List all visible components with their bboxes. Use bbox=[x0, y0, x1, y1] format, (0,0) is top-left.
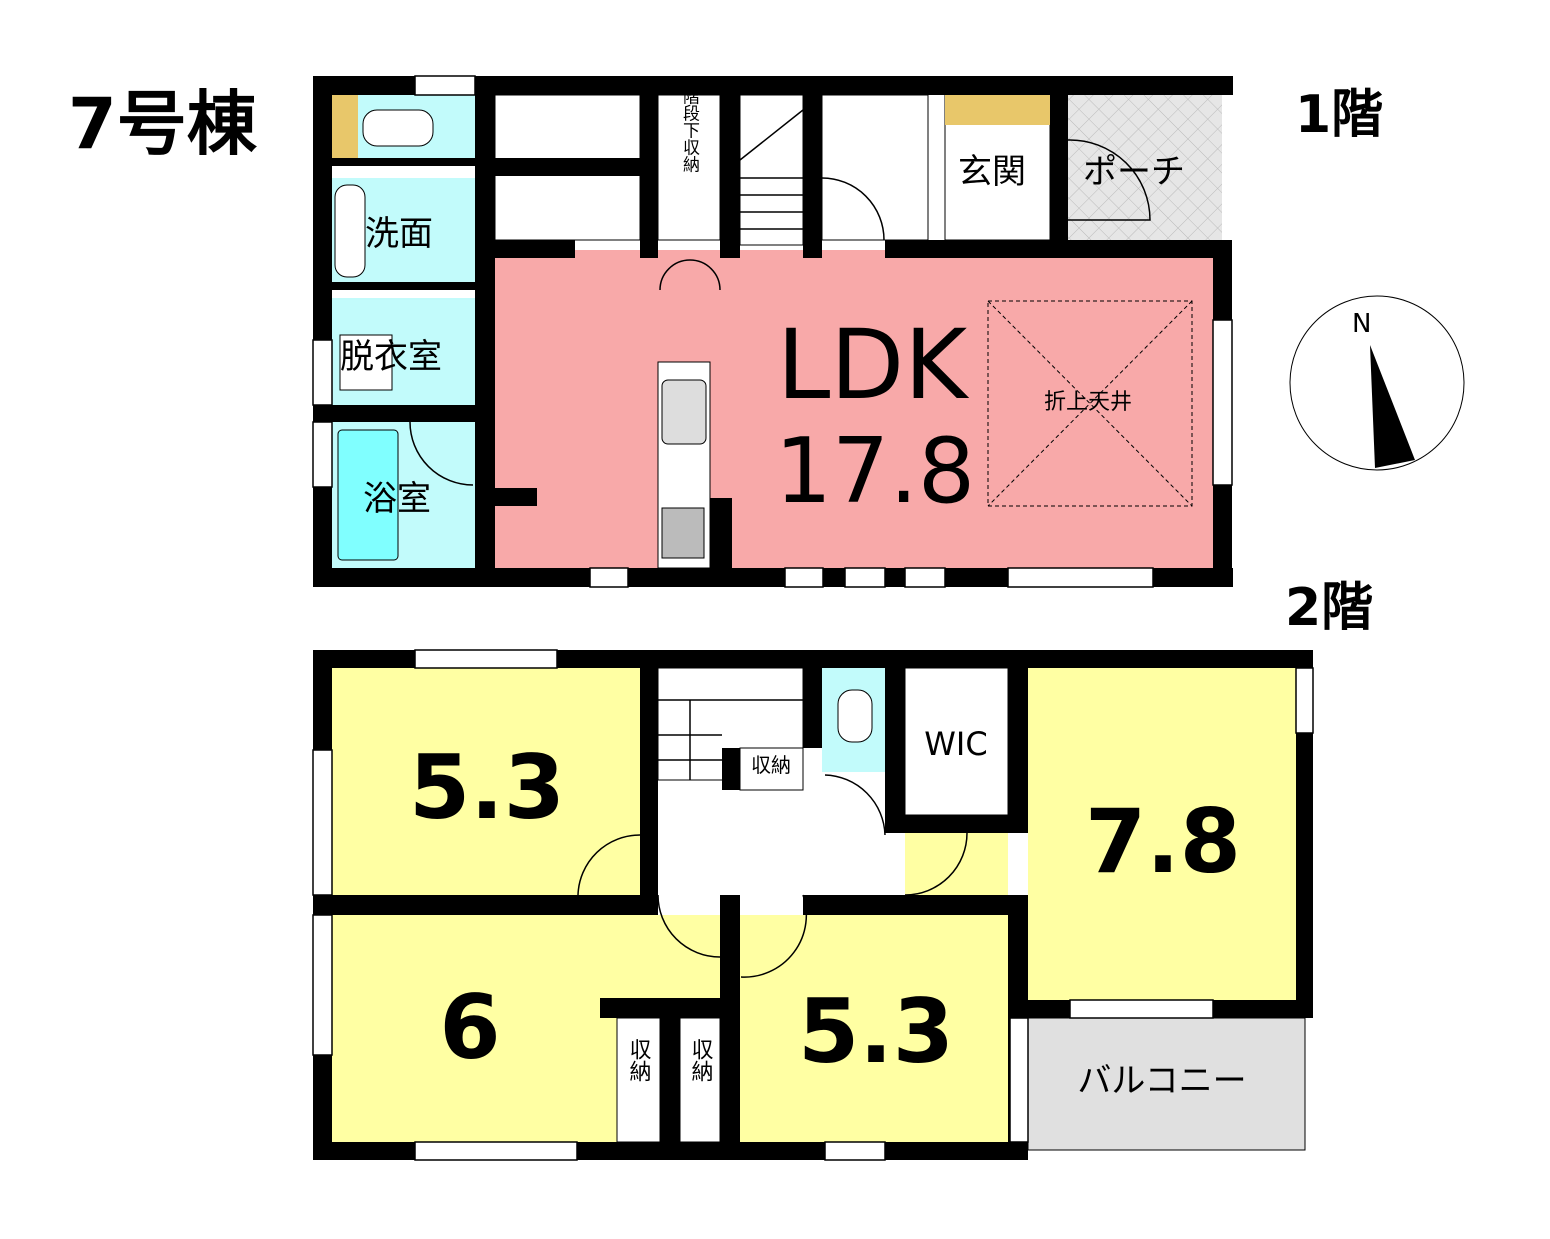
north-label: N bbox=[1352, 309, 1371, 339]
storage-hall bbox=[739, 747, 804, 791]
storage-a bbox=[616, 1017, 661, 1143]
sink-icon bbox=[334, 184, 366, 278]
washroom-label: 洗面 bbox=[365, 214, 433, 254]
stairs-1f bbox=[739, 94, 804, 246]
porch bbox=[1068, 95, 1222, 240]
ldk-name: LDK bbox=[777, 309, 969, 421]
room-e-size: 7.8 bbox=[1085, 790, 1241, 893]
hall-1f bbox=[821, 94, 929, 241]
room-s-size: 5.3 bbox=[798, 980, 954, 1083]
cabinet bbox=[332, 95, 358, 158]
storage-b-label: 収納 bbox=[688, 1038, 714, 1082]
toilet-bowl-icon bbox=[362, 109, 434, 147]
floor2-label: 2階 bbox=[1285, 578, 1373, 638]
balcony-label: バルコニー bbox=[1077, 1061, 1246, 1101]
compass: N bbox=[1289, 295, 1465, 471]
balcony bbox=[1027, 1017, 1306, 1151]
dressing-label: 脱衣室 bbox=[340, 337, 442, 377]
north-arrow-icon bbox=[1370, 345, 1415, 468]
wic bbox=[904, 667, 1009, 816]
bath-label: 浴室 bbox=[363, 479, 431, 519]
hall-door-swing bbox=[821, 177, 885, 241]
floor1-label: 1階 bbox=[1295, 85, 1383, 145]
raised-ceiling-label: 折上天井 bbox=[1044, 390, 1132, 415]
storage-a-label: 収納 bbox=[626, 1038, 652, 1082]
floor2-plan: 収納 5.3 6 5.3 7.8 WIC 収納 収納 バルコニー bbox=[312, 649, 1314, 1161]
room-e bbox=[905, 668, 1296, 1000]
porch-door-swing bbox=[1067, 139, 1151, 221]
shoe-cabinet bbox=[945, 95, 1050, 125]
floor1-plan: LDK 17.8 折上天井 洗面 脱衣室 浴室 玄関 ポーチ 階段下収納 bbox=[312, 75, 1233, 588]
toilet-2f-bowl-icon bbox=[837, 689, 873, 743]
sink-kitchen-icon bbox=[661, 379, 707, 445]
entrance-label: 玄関 bbox=[958, 152, 1026, 192]
building-title: 7号棟 bbox=[68, 83, 258, 165]
bathtub-icon bbox=[337, 429, 399, 561]
room-sw-size: 6 bbox=[439, 976, 500, 1079]
ldk-size: 17.8 bbox=[775, 419, 975, 524]
porch-label: ポーチ bbox=[1083, 152, 1185, 192]
wic-label: WIC bbox=[924, 725, 987, 763]
washer-icon bbox=[339, 334, 393, 391]
raised-ceiling bbox=[987, 300, 1193, 507]
storage-door-swing bbox=[659, 259, 721, 291]
room-s bbox=[740, 915, 1010, 1142]
storage-hall-label: 収納 bbox=[751, 753, 791, 777]
room-nw bbox=[332, 668, 640, 895]
stove-icon bbox=[661, 507, 705, 559]
under-stair-storage-label: 階段下収納 bbox=[679, 87, 700, 173]
bath-door-swing bbox=[409, 421, 474, 486]
room-nw-size: 5.3 bbox=[409, 736, 565, 839]
